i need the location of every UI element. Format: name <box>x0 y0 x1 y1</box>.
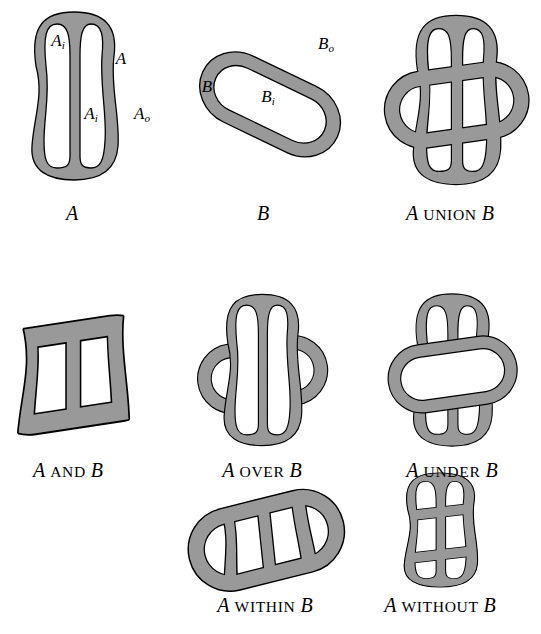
operation-caption: A WITHIN B <box>217 595 312 615</box>
operation-caption: A OVER B <box>222 460 301 480</box>
operation-caption: A WITHOUT B <box>384 595 496 615</box>
shape-b <box>179 23 362 186</box>
under-shape <box>384 294 522 445</box>
operation-caption: A <box>66 203 78 223</box>
band-a <box>414 16 500 184</box>
region-label: Bo <box>318 35 334 52</box>
operation-caption: B <box>257 203 269 223</box>
outline-b <box>177 479 356 601</box>
region-label: B <box>202 78 212 95</box>
operation-caption: A UNION B <box>406 203 494 223</box>
band-a-fill <box>414 16 500 184</box>
shape-a <box>32 12 118 180</box>
band-a <box>17 250 129 485</box>
cover-a <box>224 294 302 445</box>
band-a <box>404 473 477 587</box>
region-label: Ai <box>51 32 64 49</box>
without-shape <box>375 473 505 587</box>
band-a-fill <box>209 438 323 632</box>
over-shape <box>194 294 332 445</box>
outline-a <box>404 473 477 587</box>
cover-b <box>384 332 522 418</box>
region-label: A <box>116 50 126 67</box>
region-label: Ai <box>84 105 97 122</box>
region-label: Bi <box>261 88 274 105</box>
within-shape <box>172 434 359 634</box>
operation-caption: A UNDER B <box>406 460 497 480</box>
band-a <box>224 294 302 445</box>
and-shape <box>0 250 172 485</box>
operation-caption: A AND B <box>33 460 103 480</box>
band-a <box>32 12 118 180</box>
band-b <box>179 23 362 186</box>
band-a-fill <box>404 473 477 587</box>
region-label: Ao <box>134 105 150 122</box>
union-shape <box>380 16 533 184</box>
outline-a <box>17 250 129 485</box>
band-a-fill <box>17 250 129 485</box>
band-b <box>384 332 522 418</box>
band-b-fill <box>177 479 356 601</box>
band-b-fill <box>375 501 505 566</box>
band-b-fill <box>380 57 533 152</box>
outline-b <box>0 308 172 441</box>
band-a <box>209 438 323 632</box>
